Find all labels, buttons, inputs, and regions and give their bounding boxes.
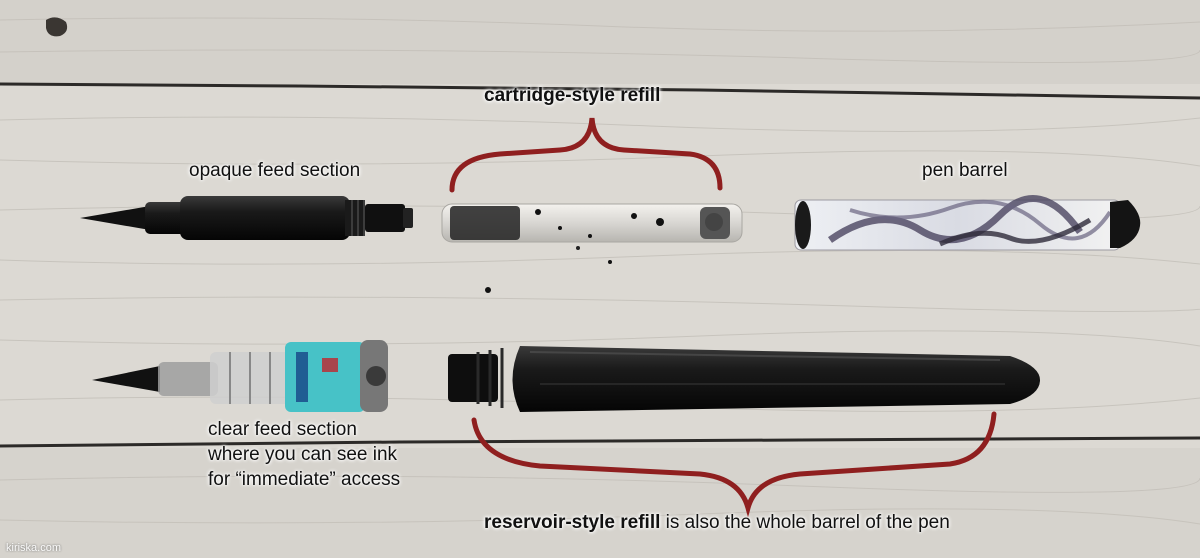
- opaque-feed-section: [80, 196, 413, 240]
- clear-feed-section: [92, 340, 388, 412]
- cartridge-refill-label: cartridge-style refill: [484, 85, 661, 106]
- reservoir-refill-label: reservoir-style refill is also the whole…: [484, 511, 950, 535]
- cartridge-refill: [441, 203, 743, 293]
- clear-feed-label-line1: clear feed section: [208, 419, 357, 440]
- watermark: kiriska.com: [6, 542, 62, 554]
- clear-feed-label-line2: where you can see ink: [208, 444, 398, 465]
- marbled-pen-barrel: [794, 195, 1141, 251]
- pen-barrel-label: pen barrel: [922, 160, 1008, 181]
- clear-feed-label-line3: for “immediate” access: [208, 469, 401, 490]
- reservoir-refill-label-rest: is also the whole barrel of the pen: [660, 512, 950, 533]
- reservoir-bracket: [471, 411, 997, 518]
- reservoir-refill-barrel: [448, 346, 1040, 412]
- opaque-feed-label: opaque feed section: [189, 160, 361, 181]
- cartridge-bracket: [449, 117, 723, 193]
- reservoir-refill-label-bold: reservoir-style refill: [484, 512, 661, 533]
